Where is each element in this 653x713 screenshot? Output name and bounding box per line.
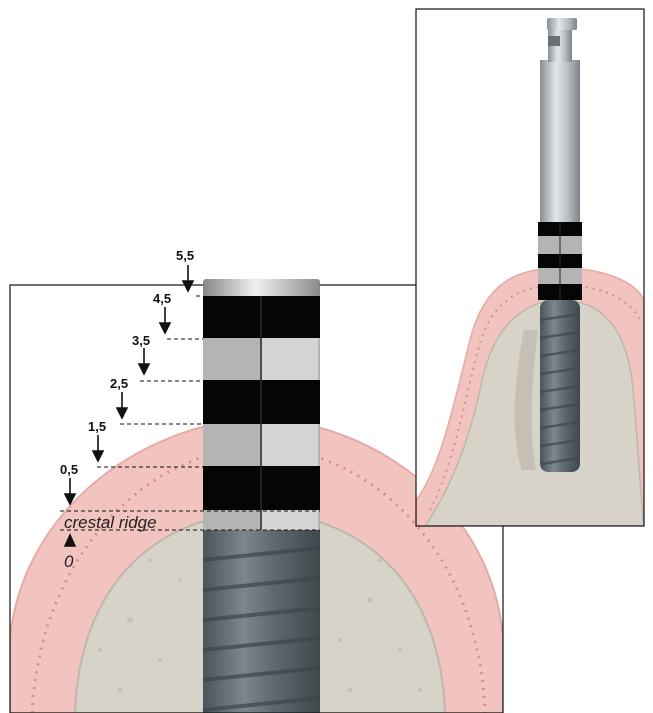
inset-drill-shaft [540,60,580,222]
depth-label-3-5: 3,5 [132,333,150,348]
depth-bands [203,296,320,530]
depth-label-5-5: 5,5 [176,248,194,263]
depth-label-4-5: 4,5 [153,291,171,306]
zero-label: 0 [64,552,74,571]
crestal-ridge-label: crestal ridge [64,513,157,532]
inset-depth-bands [538,222,582,300]
depth-label-0-5: 0,5 [60,462,78,477]
depth-label-1-5: 1,5 [88,419,106,434]
inset-panel [416,9,644,526]
depth-label-2-5: 2,5 [110,376,128,391]
